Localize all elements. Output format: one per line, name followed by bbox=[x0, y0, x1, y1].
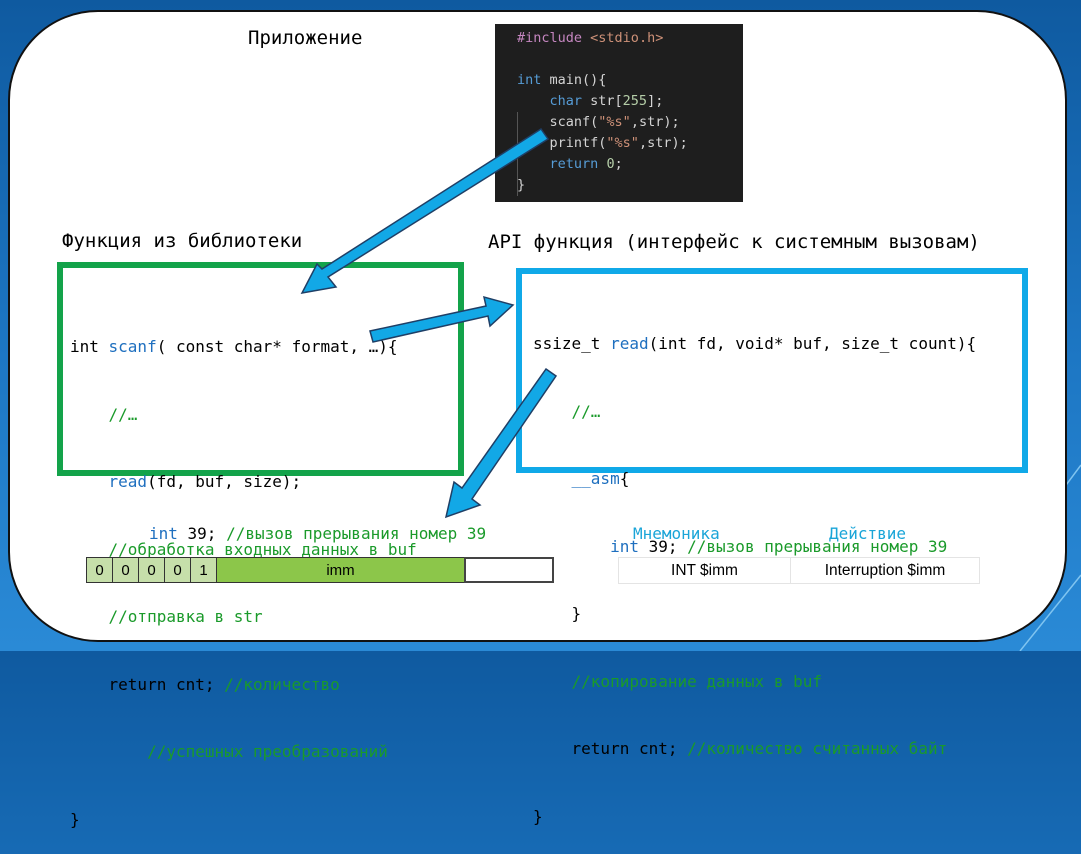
arrow-library-to-api bbox=[369, 295, 515, 343]
api-line-asm: __asm{ bbox=[571, 469, 630, 488]
lib-line-signature: int scanf( const char* format, …){ bbox=[70, 337, 398, 356]
heading-library-function: Функция из библиотеки bbox=[62, 230, 303, 252]
lib-line-close: } bbox=[70, 809, 80, 829]
lib-line-read: read(fd, buf, size); bbox=[108, 472, 302, 491]
code-line-printf: printf("%s",str); bbox=[549, 135, 688, 151]
column-header-mnemonic: Мнемоника bbox=[633, 524, 720, 543]
code-line-return: return 0; bbox=[549, 156, 623, 172]
api-function-box bbox=[516, 268, 1028, 473]
action-cell: Interruption $imm bbox=[790, 557, 980, 584]
imm-field: imm bbox=[216, 557, 465, 583]
lib-line-comment-1: //… bbox=[108, 404, 138, 424]
api-line-brace: } bbox=[571, 604, 582, 623]
instruction-line: int 39; //вызов прерывания номер 39 bbox=[149, 524, 487, 543]
code-line-char: char str[255]; bbox=[549, 93, 664, 109]
api-line-close: } bbox=[533, 806, 543, 826]
code-line-close: } bbox=[517, 177, 526, 193]
lib-line-comment-3: //отправка в str bbox=[108, 607, 263, 626]
arrow-app-to-library bbox=[300, 127, 550, 295]
heading-application: Приложение bbox=[248, 27, 363, 49]
api-line-signature: ssize_t read(int fd, void* buf, size_t c… bbox=[533, 334, 977, 353]
code-line-include: #include <stdio.h> bbox=[517, 30, 664, 46]
code-line-main: int main(){ bbox=[517, 72, 607, 88]
flow-arrows bbox=[300, 127, 558, 519]
lib-line-return: return cnt; //количество bbox=[108, 674, 340, 694]
opcode-bit: 0 bbox=[86, 557, 113, 583]
lib-line-comment-5: //успешных преобразований bbox=[147, 742, 388, 761]
api-line-comment-3: //копирование данных в buf bbox=[571, 671, 822, 691]
heading-api-function: API функция (интерфейс к системным вызов… bbox=[488, 231, 980, 253]
opcode-bit: 0 bbox=[138, 557, 165, 583]
empty-field bbox=[464, 557, 554, 583]
code-line-scanf: scanf("%s",str); bbox=[549, 114, 680, 130]
opcode-bit: 0 bbox=[164, 557, 191, 583]
arrow-api-to-instruction bbox=[444, 367, 558, 519]
instruction-encoding: 0 0 0 0 1 imm bbox=[86, 557, 554, 583]
column-header-action: Действие bbox=[829, 524, 907, 543]
api-line-int: int 39; //вызов прерывания номер 39 bbox=[610, 536, 948, 556]
api-line-comment-1: //… bbox=[571, 401, 601, 421]
api-line-return: return cnt; //количество считанных байт bbox=[571, 739, 948, 758]
application-code-block: #include <stdio.h> int main(){ char str[… bbox=[495, 24, 743, 202]
library-function-box bbox=[57, 262, 464, 476]
lib-line-comment-2: //обработка входных данных в buf bbox=[108, 539, 417, 559]
